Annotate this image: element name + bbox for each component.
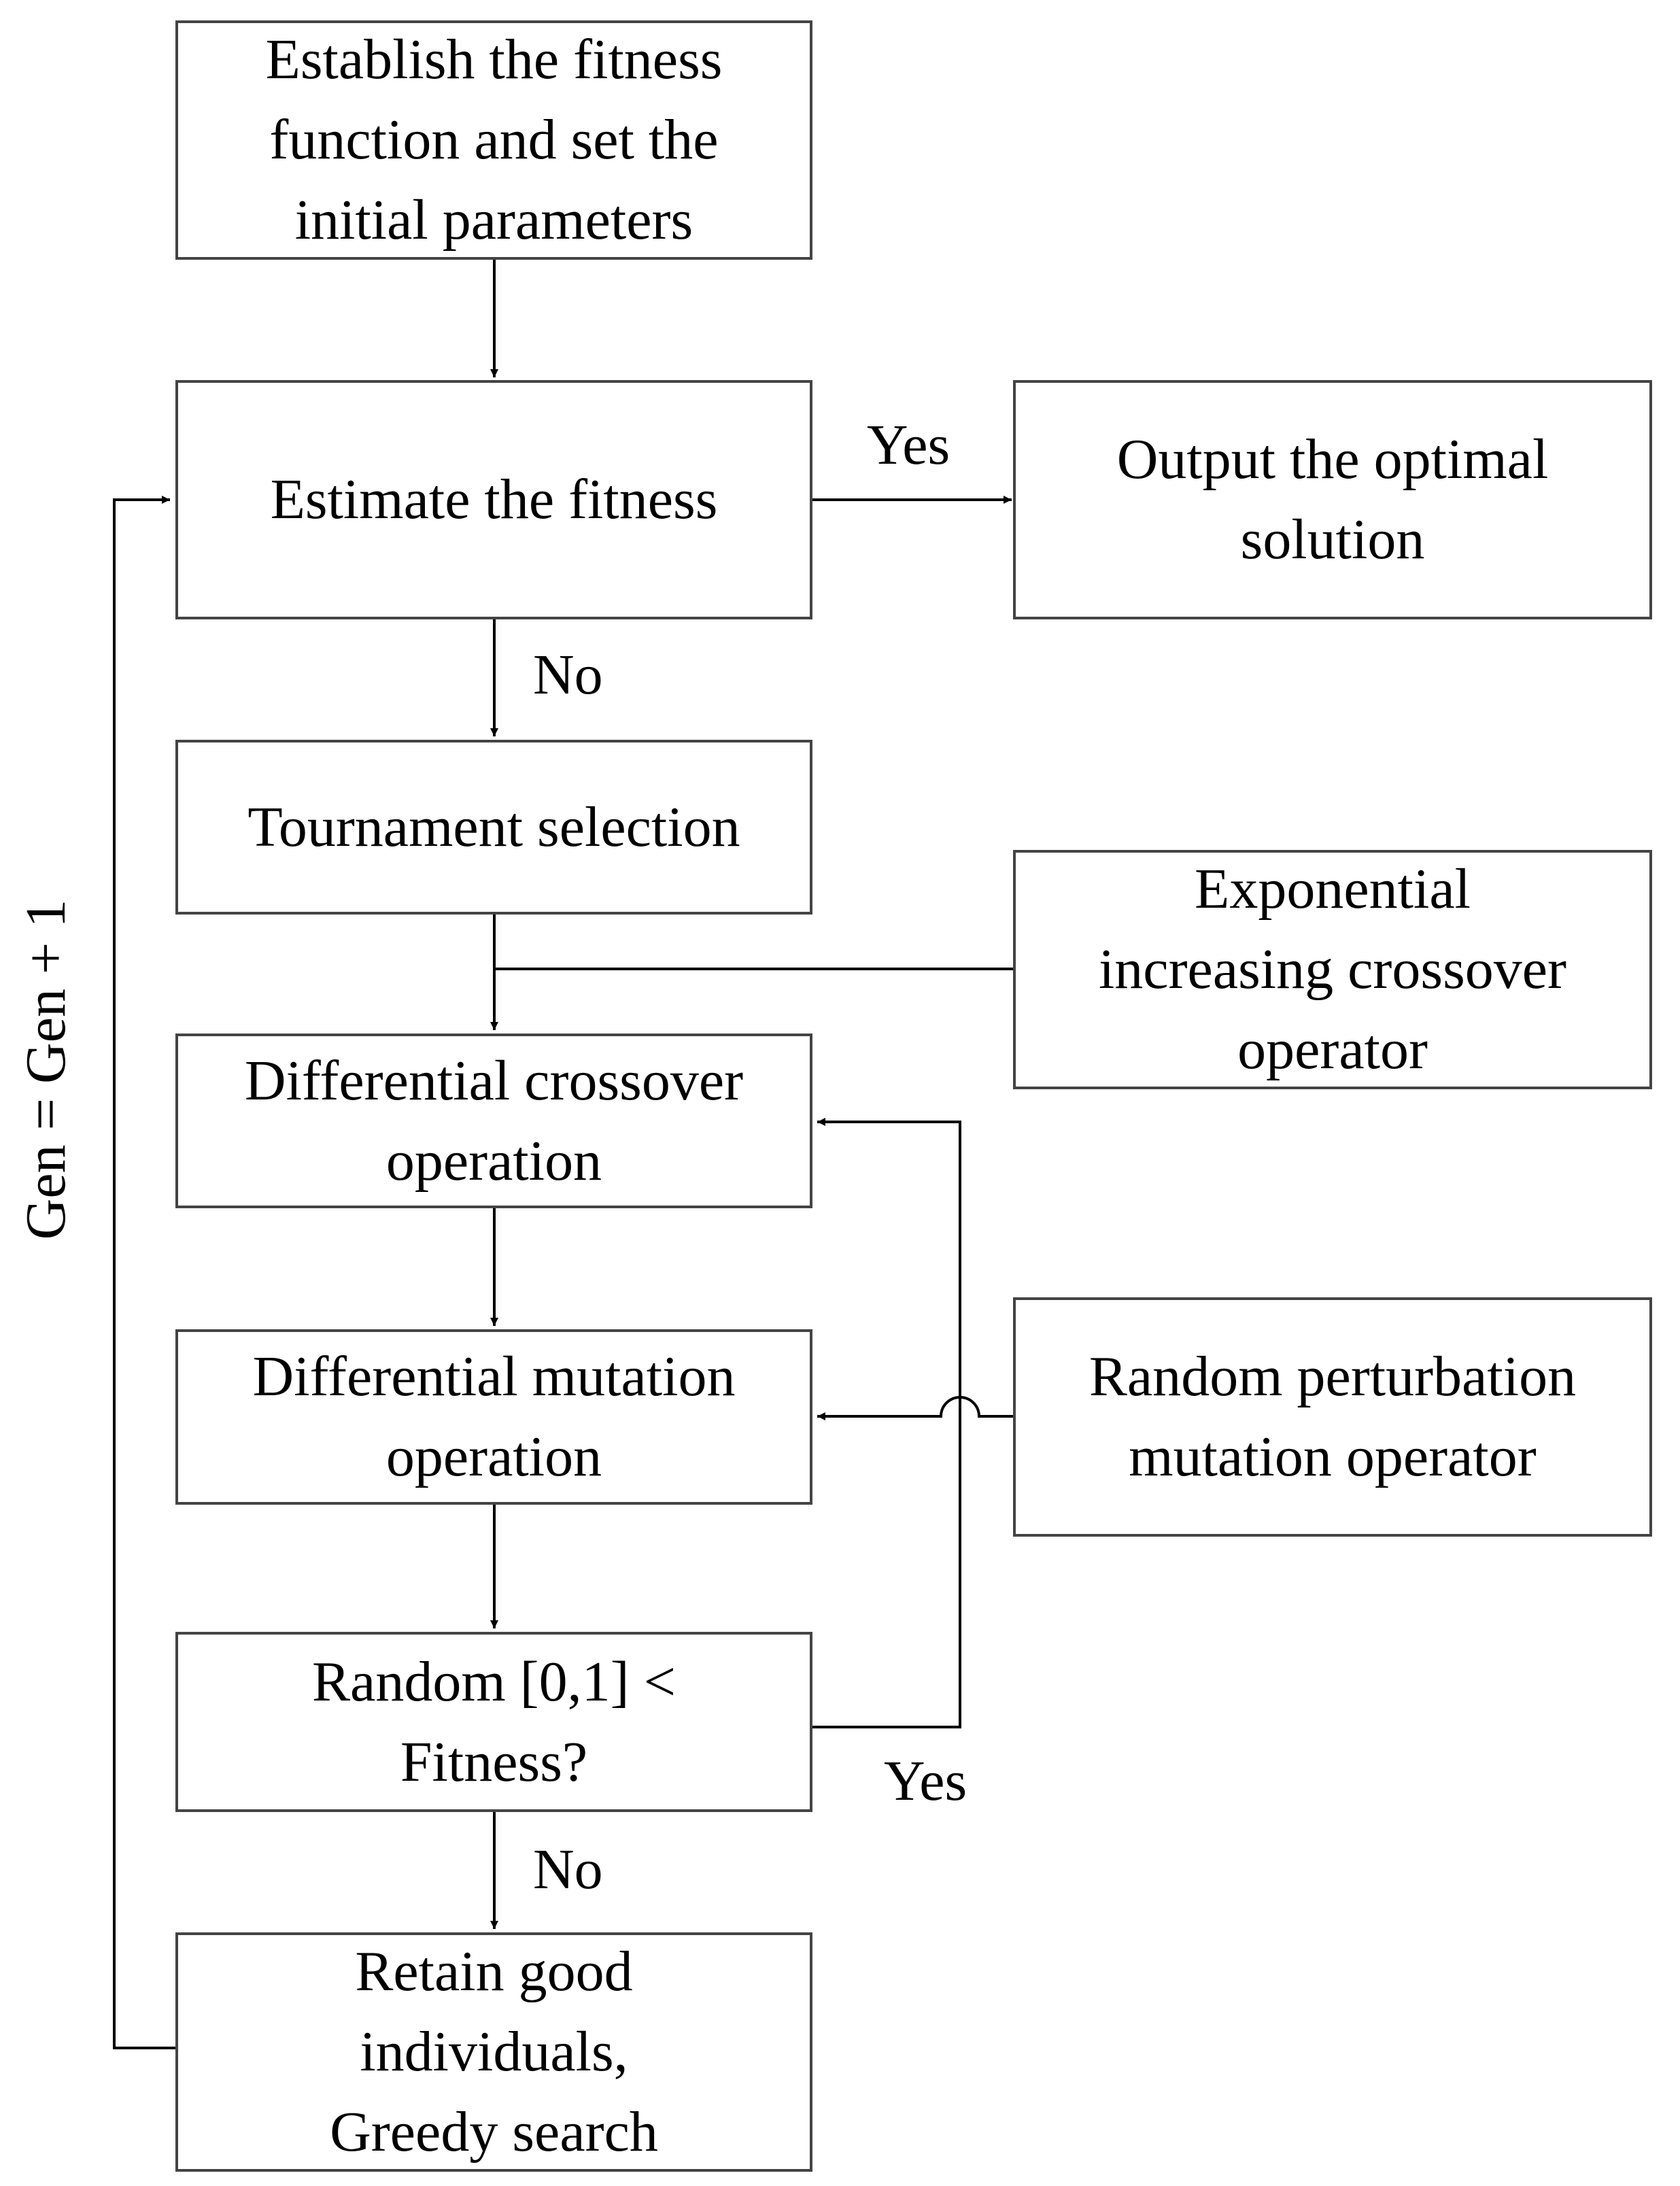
exponential-crossover-operator-box: Exponential increasing crossover operato…	[1013, 850, 1652, 1089]
establish-fitness-box: Establish the fitness function and set t…	[175, 20, 812, 260]
output-solution-box: Output the optimal solution	[1013, 380, 1652, 619]
exponential-crossover-operator-text: Exponential increasing crossover operato…	[1098, 857, 1567, 1081]
condition-no-label: No	[533, 1838, 603, 1901]
estimate-yes-label: Yes	[867, 413, 950, 477]
random-condition-text: Random [0,1] < Fitness?	[312, 1650, 676, 1794]
establish-fitness-text: Establish the fitness function and set t…	[265, 28, 723, 252]
retain-individuals-box: Retain good individuals, Greedy search	[175, 1932, 812, 2172]
differential-mutation-text: Differential mutation operation	[252, 1345, 736, 1488]
random-perturbation-operator-text: Random perturbation mutation operator	[1088, 1345, 1577, 1488]
random-perturbation-operator-box: Random perturbation mutation operator	[1013, 1297, 1652, 1537]
tournament-selection-box: Tournament selection	[175, 740, 812, 915]
estimate-no-label: No	[533, 643, 603, 706]
arrow-loop-back-to-estimate	[113, 496, 175, 2049]
random-condition-box: Random [0,1] < Fitness?	[175, 1632, 812, 1812]
estimate-fitness-box: Estimate the fitness	[175, 380, 812, 619]
condition-yes-label: Yes	[884, 1749, 967, 1813]
retain-individuals-text: Retain good individuals, Greedy search	[330, 1940, 658, 2164]
output-solution-text: Output the optimal solution	[1116, 428, 1549, 571]
differential-crossover-box: Differential crossover operation	[175, 1034, 812, 1208]
estimate-fitness-text: Estimate the fitness	[270, 468, 718, 531]
arrow-condition-yes-to-crossover	[812, 1118, 961, 1728]
generation-increment-label: Gen = Gen + 1	[14, 899, 78, 1240]
arrow-random-perturbation-to-mutation	[817, 1396, 1013, 1420]
differential-mutation-box: Differential mutation operation	[175, 1329, 812, 1505]
differential-crossover-text: Differential crossover operation	[244, 1048, 744, 1193]
tournament-selection-text: Tournament selection	[247, 795, 740, 859]
